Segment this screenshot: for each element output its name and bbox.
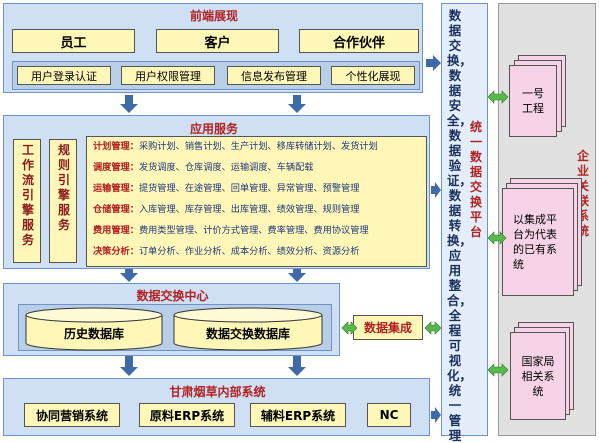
- data-integration-box: 数据集成: [353, 315, 423, 340]
- double-arrow-icon: [341, 90, 509, 377]
- service-row-key: 决策分析：: [93, 246, 139, 257]
- function-info-publish: 信息发布管理: [227, 66, 321, 85]
- frontend-panel: 前端展现 员工 客户 合作伙伴 用户登录认证 用户权限管理 信息发布管理 个性化…: [3, 3, 423, 93]
- service-row-key: 计划管理：: [93, 141, 139, 152]
- internal-title: 甘肃烟草内部系统: [169, 385, 266, 399]
- service-row-value: 提货管理、在途管理、回单管理、异常管理、预警管理: [138, 183, 360, 194]
- rule-engine-label: 规则引擎服务: [57, 143, 70, 232]
- service-row-key: 运输管理：: [93, 183, 139, 194]
- system-nc: NC: [367, 403, 411, 427]
- history-db: 历史数据库: [25, 307, 163, 351]
- system-sales: 协同营销系统: [24, 403, 120, 427]
- service-row-key: 调度管理：: [93, 162, 139, 173]
- function-login-auth: 用户登录认证: [17, 66, 111, 85]
- right-arrow-icon: [426, 55, 441, 423]
- history-db-label: 历史数据库: [63, 327, 124, 341]
- service-row: 调度管理：发货调度、仓库调度、运输调度、车辆配载: [93, 160, 422, 176]
- state-bureau-box: 国家局相关系统: [510, 332, 566, 420]
- state-bureau-label: 国家局相关系统: [521, 354, 555, 398]
- service-row: 决策分析：订单分析、作业分析、成本分析、绩效分析、资源分析: [93, 244, 422, 260]
- service-row-value: 入库管理、库存管理、出库管理、绩效管理、规则管理: [138, 204, 360, 215]
- internal-systems-panel: 甘肃烟草内部系统 协同营销系统 原料ERP系统 辅料ERP系统 NC: [3, 378, 430, 436]
- enterprise-panel: 企业关联系统 一号工程 以集成平台为代表的已有系统 国家局相关系统: [498, 3, 596, 436]
- role-customer: 客户: [156, 29, 279, 53]
- down-arrow-icon: [120, 95, 306, 376]
- one-project-box: 一号工程: [509, 65, 557, 137]
- service-row-key: 费用管理：: [93, 225, 139, 236]
- existing-systems-label: 以集成平台为代表的已有系统: [513, 213, 557, 271]
- function-permission: 用户权限管理: [121, 66, 215, 85]
- one-project-label: 一号工程: [522, 87, 544, 115]
- system-aux-erp: 辅料ERP系统: [250, 403, 346, 427]
- workflow-engine-box: 工作流引擎服务: [13, 139, 41, 263]
- app-services-panel: 应用服务 工作流引擎服务 规则引擎服务 计划管理：采购计划、销售计划、生产计划、…: [3, 115, 430, 269]
- exchange-db: 数据交换数据库: [173, 307, 323, 351]
- service-row-key: 仓储管理：: [93, 204, 139, 215]
- exchange-db-label: 数据交换数据库: [205, 327, 290, 341]
- service-row-value: 发货调度、仓库调度、运输调度、车辆配载: [138, 162, 314, 173]
- app-services-title: 应用服务: [189, 122, 238, 136]
- workflow-engine-label: 工作流引擎服务: [21, 143, 34, 247]
- database-icon: [173, 307, 323, 351]
- platform-features-text: 数据交换，数据安全，数据验证，数据转换，应用整合，全程可视化，统一管理: [447, 8, 472, 443]
- frontend-title: 前端展现: [189, 9, 238, 23]
- platform-title-text: 统一数据交换平台: [469, 120, 482, 239]
- service-row-value: 费用类型管理、计价方式管理、费率管理、费用协议管理: [138, 225, 369, 236]
- data-center-panel: 数据交换中心 历史数据库 数据交换数据库: [3, 283, 340, 356]
- service-row-value: 订单分析、作业分析、成本分析、绩效分析、资源分析: [138, 246, 360, 257]
- rule-engine-box: 规则引擎服务: [49, 139, 77, 263]
- database-icon: [25, 307, 163, 351]
- system-raw-erp: 原料ERP系统: [139, 403, 235, 427]
- existing-systems-box: 以集成平台为代表的已有系统: [502, 188, 574, 296]
- data-center-title: 数据交换中心: [136, 289, 209, 303]
- service-row: 仓储管理：入库管理、库存管理、出库管理、绩效管理、规则管理: [93, 202, 422, 218]
- service-row: 计划管理：采购计划、销售计划、生产计划、移库转储计划、发货计划: [93, 139, 422, 155]
- service-row-value: 采购计划、销售计划、生产计划、移库转储计划、发货计划: [138, 141, 378, 152]
- exchange-platform-panel: 数据交换，数据安全，数据验证，数据转换，应用整合，全程可视化，统一管理 统一数据…: [441, 3, 488, 443]
- services-list: 计划管理：采购计划、销售计划、生产计划、移库转储计划、发货计划 调度管理：发货调…: [86, 136, 427, 267]
- role-partner: 合作伙伴: [299, 29, 419, 53]
- function-personalization: 个性化展现: [331, 66, 415, 85]
- role-employee: 员工: [12, 29, 135, 53]
- function-row: 用户登录认证 用户权限管理 信息发布管理 个性化展现: [12, 61, 420, 90]
- service-row: 运输管理：提货管理、在途管理、回单管理、异常管理、预警管理: [93, 181, 422, 197]
- service-row: 费用管理：费用类型管理、计价方式管理、费率管理、费用协议管理: [93, 223, 422, 239]
